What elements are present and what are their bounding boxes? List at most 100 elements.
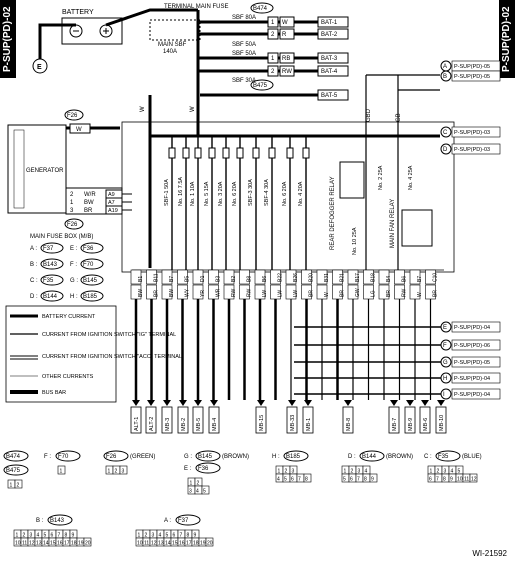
sbf-label-3: SBF 50A	[232, 51, 256, 57]
connector-f26-bottom-label: F26	[67, 222, 78, 228]
bat-pin-3: 1	[271, 56, 275, 62]
f35-pin-top-4: 4	[451, 469, 454, 475]
terminal-strip: B1BWB11BRB7BWB5WYD1YRB3WRB2RWB8RWB6LWB22…	[130, 269, 444, 400]
f37-pin-top-2: 2	[145, 533, 148, 539]
wire-color-6: WR	[216, 288, 222, 297]
f35-pin-bot-2: 7	[436, 477, 439, 483]
wire-color-17: BR	[386, 290, 392, 297]
b143-pin-bot-10: 19	[78, 541, 84, 547]
terminal-19: B7	[417, 276, 423, 282]
legend-letter-e: E :	[70, 246, 78, 252]
ref-letter-e: E	[443, 325, 447, 331]
gen-pin-1: 2	[70, 192, 74, 198]
pin-header-code-b144: B144	[362, 454, 377, 460]
main-fan-relay-box	[401, 209, 433, 247]
legend-letter-f: F :	[70, 262, 77, 268]
terminal-4: B5	[185, 276, 191, 282]
pin-header-code-b474: B474	[6, 454, 21, 460]
pin-header-code-f37: F37	[178, 518, 189, 524]
b143-pin-bot-1: 10	[15, 541, 21, 547]
fuse-box-title: MAIN FUSE BOX (M/B)	[30, 234, 93, 240]
f35-pin-top-3: 3	[444, 469, 447, 475]
pin-header-code-f35: F35	[438, 454, 449, 460]
wire-color-3: BW	[169, 289, 175, 297]
terminal-1: B1	[138, 276, 144, 282]
wire-color-4: WY	[185, 288, 191, 297]
bat-name-4: BAT-4	[321, 69, 338, 75]
battery-box	[61, 17, 123, 45]
ref-letter-g: G	[443, 360, 448, 366]
b144-pin-bot-5: 9	[371, 477, 374, 483]
pin-header-letter-8: C :	[424, 454, 432, 460]
connector-b475-top	[250, 79, 274, 91]
output-mb-8: MB-8	[346, 418, 352, 431]
f37-pin-bot-2: 11	[144, 541, 149, 547]
b144-pin-bot-4: 8	[364, 477, 367, 483]
b143-pin-bot-3: 12	[29, 541, 35, 547]
terminal-13: B31	[324, 273, 330, 282]
legend-code-g: B145	[83, 278, 98, 284]
sbf-label-1: SBF 80A	[232, 15, 256, 21]
f35-pin-top-1: 1	[430, 469, 433, 475]
b185-pin-bot-4: 7	[298, 477, 301, 483]
terminal-20: C10	[433, 273, 439, 282]
b143-pin-top-9: 9	[72, 533, 75, 539]
wire-color-10: LW	[278, 290, 284, 297]
output-mb-5: MB-5	[196, 418, 202, 431]
b144-pin-top-1: 1	[344, 469, 347, 475]
b143-pin-bot-6: 15	[50, 541, 56, 547]
legend-code-e: F36	[83, 246, 94, 252]
f36-pin-bot-1: 3	[189, 489, 192, 495]
f37-pin-bot-11: 20	[207, 541, 213, 547]
b143-pin-top-5: 5	[44, 533, 47, 539]
wire-color-5: YR	[200, 290, 206, 297]
f35-pin-bot-5: 10	[457, 477, 463, 483]
right-fuse-3: No. 10 25A	[352, 227, 358, 255]
output-mb-3: MB-3	[165, 418, 171, 431]
pin-header-code-f70: F70	[58, 454, 69, 460]
generator-body	[7, 124, 67, 214]
legend-code-c: F35	[43, 278, 54, 284]
output-mb-15: MB-15	[259, 415, 265, 431]
b143-pin-bot-8: 17	[64, 541, 70, 547]
pin-header-letter-7: D :	[348, 454, 356, 460]
pin-header-code-b143: B143	[50, 518, 65, 524]
terminal-main-fuse-label: TERMINAL MAIN FUSE	[164, 4, 228, 10]
output-mb-7: MB-7	[392, 418, 398, 431]
sbf-label-2: SBF 50A	[232, 42, 256, 48]
pin-header-code-b145: B145	[198, 454, 213, 460]
legend-code-h: B185	[83, 294, 98, 300]
ref-target-g: P-SUP(PD)-05	[454, 360, 490, 366]
output-mb-33: MB-33	[290, 415, 296, 431]
f35-pin-top-2: 2	[437, 469, 440, 475]
legend-letter-b: B :	[30, 262, 38, 268]
b143-pin-bot-7: 16	[57, 541, 63, 547]
wire-color-15: GW	[355, 288, 361, 297]
connector-b474-top	[250, 2, 274, 14]
bat-name-2: BAT-2	[321, 32, 338, 38]
wire-color-13: W	[324, 292, 330, 297]
terminal-6: B3	[216, 276, 222, 282]
b185-pin-bot-5: 8	[305, 477, 308, 483]
legend-code-d: B144	[43, 294, 58, 300]
pin-header-letter-10: A :	[164, 518, 171, 524]
b185-pin-bot-3: 6	[291, 477, 294, 483]
connector-b475-top-label: B475	[253, 83, 268, 89]
gen-color-2: BW	[84, 200, 94, 206]
ref-target-b: P-SUP(PD)-05	[454, 74, 490, 80]
f36-pin-top-1: 1	[190, 481, 193, 487]
b144-pin-top-2: 2	[351, 469, 354, 475]
output-mb-6: MB-6	[423, 418, 429, 431]
output-mb-2: MB-2	[181, 418, 187, 431]
pin-header-letter-4: G :	[184, 454, 192, 460]
legend-letter-g: G :	[70, 278, 78, 284]
bat-pin-4: 2	[271, 69, 275, 75]
gen-term-1: A9	[108, 192, 115, 198]
legend-letter-a: A :	[30, 246, 37, 252]
fuse-label-9: No. 6 20A	[282, 181, 288, 206]
wire-color-9: LW	[262, 290, 268, 297]
